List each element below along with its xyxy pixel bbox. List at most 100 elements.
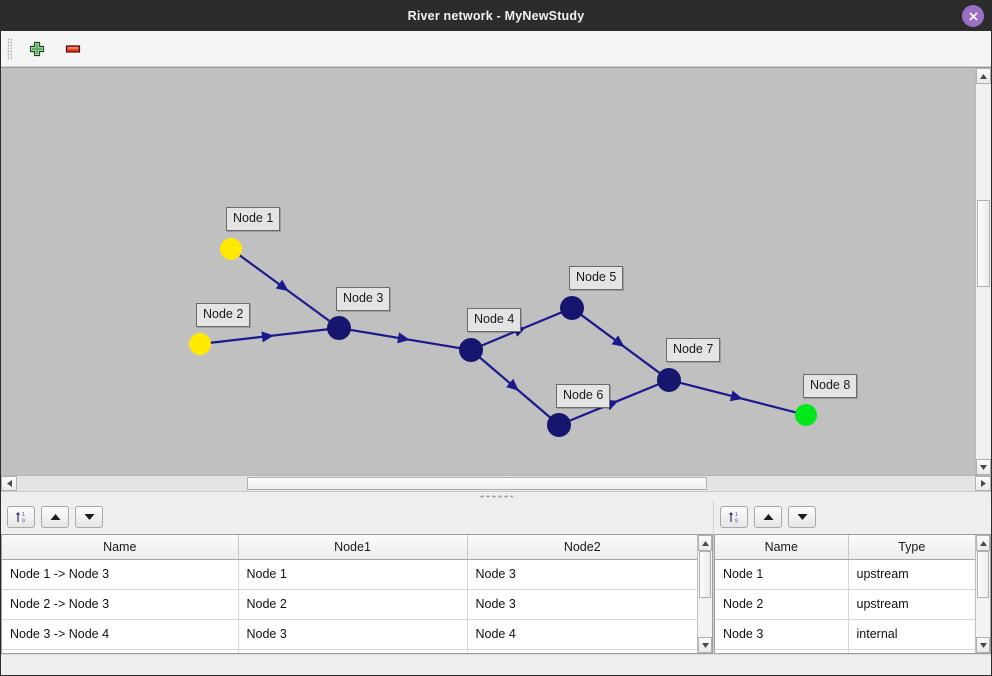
caret-left-icon (6, 480, 12, 487)
reaches-cell[interactable]: Node 3 (467, 559, 697, 590)
reaches-sort-button[interactable]: 1 9 (7, 506, 35, 528)
scroll-left-button[interactable] (1, 476, 17, 491)
caret-up-icon (980, 73, 987, 79)
reaches-cell[interactable]: Node 3 (238, 619, 468, 650)
reaches-cell[interactable]: Node 1 (238, 559, 468, 590)
graph-horizontal-scrollbar[interactable] (1, 475, 991, 491)
reaches-cell[interactable]: Node 2 (238, 589, 468, 620)
scroll-down-button[interactable] (976, 459, 991, 475)
reaches-cell[interactable]: Node 4 -> Node 5 (2, 649, 239, 653)
nodes-column-header[interactable]: Type (848, 535, 975, 560)
edge-arrow-n1-n3 (275, 279, 289, 292)
reaches-vscroll-track[interactable] (698, 551, 712, 637)
nodes-sort-button[interactable]: 1 9 (720, 506, 748, 528)
reaches-toolbar: 1 9 (1, 500, 713, 534)
nodes-scroll-down-button[interactable] (976, 637, 990, 653)
nodes-cell[interactable]: internal (848, 619, 975, 650)
nodes-cell[interactable]: Node 4 (715, 649, 849, 653)
toolbar-drag-handle[interactable] (7, 37, 12, 60)
add-node-button[interactable] (24, 36, 50, 62)
node-label-n8[interactable]: Node 8 (803, 374, 858, 398)
svg-text:1: 1 (22, 512, 25, 518)
svg-text:9: 9 (735, 518, 738, 524)
nodes-move-up-button[interactable] (754, 506, 782, 528)
nodes-move-down-button[interactable] (788, 506, 816, 528)
scroll-right-button[interactable] (975, 476, 991, 491)
reaches-cell[interactable]: Node 2 -> Node 3 (2, 589, 239, 620)
reaches-column-header[interactable]: Name (2, 535, 239, 560)
reaches-column-header[interactable]: Node1 (238, 535, 468, 560)
nodes-scroll-up-button[interactable] (976, 535, 990, 551)
graph-node-n4[interactable] (459, 338, 483, 362)
reaches-cell[interactable]: Node 4 (467, 619, 697, 650)
reaches-move-down-button[interactable] (75, 506, 103, 528)
reaches-scroll-down-button[interactable] (698, 637, 712, 653)
graph-vscroll-thumb[interactable] (977, 200, 990, 287)
reaches-cell[interactable]: Node 1 -> Node 3 (2, 559, 239, 590)
edge-arrow-n2-n3 (261, 331, 274, 343)
graph-node-n3[interactable] (327, 316, 351, 340)
node-label-n4[interactable]: Node 4 (467, 308, 522, 332)
node-label-n1[interactable]: Node 1 (226, 207, 281, 231)
graph-pane: Node 1 Node 2 Node 3 Node 4 Node 5 Node 6 Node… (1, 67, 991, 475)
node-label-n3[interactable]: Node 3 (336, 287, 391, 311)
arrow-up-icon (763, 514, 773, 520)
node-label-n5[interactable]: Node 5 (569, 266, 624, 290)
nodes-table-row[interactable]: Node 4internal (715, 649, 975, 653)
splitter-grip-icon (479, 494, 513, 498)
close-button[interactable] (962, 5, 984, 27)
node-label-n7[interactable]: Node 7 (666, 338, 721, 362)
nodes-cell[interactable]: Node 3 (715, 619, 849, 650)
graph-hscroll-track[interactable] (17, 476, 975, 491)
sort-icon: 1 9 (728, 512, 738, 524)
reaches-cell[interactable]: Node 3 (467, 589, 697, 620)
graph-vscroll-track[interactable] (976, 84, 991, 459)
reaches-cell[interactable]: Node 3 -> Node 4 (2, 619, 239, 650)
reaches-column-header[interactable]: Node2 (467, 535, 697, 560)
graph-node-n2[interactable] (189, 333, 211, 355)
graph-node-n7[interactable] (657, 368, 681, 392)
nodes-cell[interactable]: Node 1 (715, 559, 849, 590)
graph-node-n1[interactable] (220, 238, 242, 260)
graph-hscroll-thumb[interactable] (246, 477, 707, 490)
reaches-cell[interactable]: Node 5 (467, 649, 697, 653)
nodes-cell[interactable]: internal (848, 649, 975, 653)
scroll-up-button[interactable] (976, 68, 991, 84)
reaches-move-up-button[interactable] (41, 506, 69, 528)
graph-vertical-scrollbar[interactable] (975, 67, 991, 475)
nodes-vscroll-thumb[interactable] (977, 551, 989, 599)
delete-node-button[interactable] (60, 36, 86, 62)
node-label-n6[interactable]: Node 6 (556, 384, 611, 408)
nodes-cell[interactable]: upstream (848, 589, 975, 620)
reaches-cell[interactable]: Node 4 (238, 649, 468, 653)
pane-splitter[interactable] (1, 491, 991, 500)
nodes-cell[interactable]: upstream (848, 559, 975, 590)
nodes-column-header[interactable]: Name (715, 535, 849, 560)
reaches-scroll-up-button[interactable] (698, 535, 712, 551)
graph-node-n8[interactable] (795, 404, 817, 426)
node-label-n2[interactable]: Node 2 (196, 303, 251, 327)
graph-node-n5[interactable] (560, 296, 584, 320)
nodes-cell[interactable]: Node 2 (715, 589, 849, 620)
nodes-vscroll-track[interactable] (976, 551, 990, 637)
caret-down-icon (701, 642, 709, 648)
graph-node-n6[interactable] (547, 413, 571, 437)
network-diagram-canvas[interactable]: Node 1 Node 2 Node 3 Node 4 Node 5 Node 6 Node… (1, 67, 975, 475)
reaches-vertical-scrollbar[interactable] (697, 535, 712, 653)
nodes-vertical-scrollbar[interactable] (975, 535, 990, 653)
reaches-vscroll-thumb[interactable] (699, 551, 711, 599)
network-graph (189, 238, 817, 437)
